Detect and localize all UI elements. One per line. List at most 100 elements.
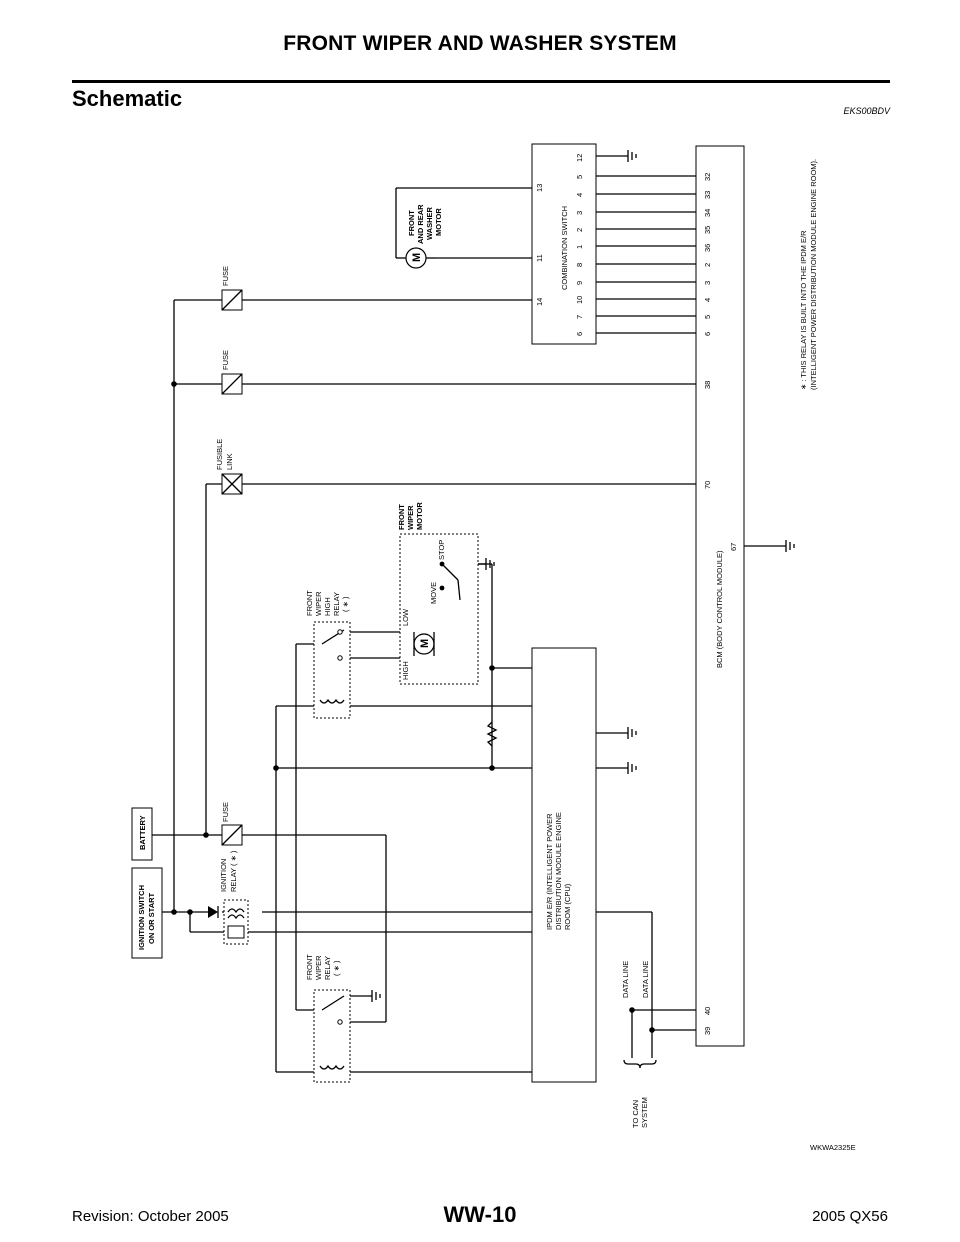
svg-text:FRONT: FRONT: [407, 210, 416, 236]
svg-text:11: 11: [535, 254, 544, 262]
svg-text:9: 9: [575, 281, 584, 285]
svg-text:2: 2: [703, 263, 712, 267]
svg-text:∗ : THIS RELAY IS BUILT INTO T: ∗ : THIS RELAY IS BUILT INTO THE IPDM E/…: [799, 230, 808, 390]
svg-text:2: 2: [575, 228, 584, 232]
svg-text:70: 70: [703, 481, 712, 489]
svg-text:FUSE: FUSE: [221, 350, 230, 370]
combination-switch: COMBINATION SWITCH 14 11 13 6 7 10 9 8 1…: [531, 143, 637, 345]
svg-text:14: 14: [535, 298, 544, 306]
section-title: Schematic: [72, 86, 183, 111]
svg-text:32: 32: [703, 173, 712, 181]
svg-text:FUSE: FUSE: [221, 266, 230, 286]
relay-note: ∗ : THIS RELAY IS BUILT INTO THE IPDM E/…: [799, 159, 818, 390]
svg-text:39: 39: [703, 1027, 712, 1035]
svg-text:(INTELLIGENT POWER DISTRIBUTIO: (INTELLIGENT POWER DISTRIBUTION MODULE E…: [809, 159, 818, 390]
page-header-title: FRONT WIPER AND WASHER SYSTEM: [283, 32, 677, 55]
svg-text:SYSTEM: SYSTEM: [640, 1097, 649, 1128]
svg-text:( ∗ ): ( ∗ ): [332, 960, 341, 976]
front-wiper-motor: M HIGH LOW MOVE STOP FRONT WIPER MOTOR: [397, 502, 495, 685]
svg-text:BATTERY: BATTERY: [138, 815, 147, 850]
svg-text:IGNITION SWITCH: IGNITION SWITCH: [137, 885, 146, 950]
svg-text:34: 34: [703, 209, 712, 217]
ignition-relay: IGNITION RELAY ( ∗ ): [208, 850, 249, 945]
svg-text:AND REAR: AND REAR: [416, 204, 425, 244]
svg-text:LOW: LOW: [401, 608, 410, 626]
svg-text:DATA LINE: DATA LINE: [641, 961, 650, 998]
svg-text:HIGH: HIGH: [323, 597, 332, 616]
svg-text:36: 36: [703, 244, 712, 252]
svg-text:ON OR START: ON OR START: [147, 892, 156, 944]
svg-text:4: 4: [703, 298, 712, 302]
page-number: WW-10: [443, 1202, 517, 1227]
bcm-box: BCM (BODY CONTROL MODULE) 6 5 4 3 2 36 3…: [695, 145, 795, 1047]
svg-text:6: 6: [575, 332, 584, 336]
fuse-top: FUSE: [221, 266, 243, 311]
svg-text:M: M: [411, 253, 423, 262]
svg-text:WIPER: WIPER: [406, 505, 415, 530]
svg-text:12: 12: [575, 154, 584, 162]
front-wiper-motor-label: FRONT WIPER MOTOR: [397, 502, 424, 530]
svg-text:MOTOR: MOTOR: [415, 502, 424, 530]
svg-text:FRONT: FRONT: [397, 504, 406, 530]
svg-text:35: 35: [703, 226, 712, 234]
section-code: EKS00BDV: [843, 106, 890, 116]
svg-text:4: 4: [575, 193, 584, 197]
ipdm-box: IPDM E/R (INTELLIGENT POWER DISTRIBUTION…: [531, 647, 637, 1083]
svg-text:ROOM (CPU): ROOM (CPU): [563, 883, 572, 930]
svg-text:7: 7: [575, 315, 584, 319]
svg-text:WIPER: WIPER: [314, 955, 323, 980]
svg-text:WIPER: WIPER: [314, 591, 323, 616]
vehicle-model: 2005 QX56: [812, 1208, 888, 1225]
svg-text:STOP: STOP: [437, 540, 446, 560]
figure-code: WKWA2325E: [810, 1143, 856, 1152]
svg-text:FRONT: FRONT: [305, 590, 314, 616]
svg-text:40: 40: [703, 1007, 712, 1015]
fusible-link: FUSIBLE LINK: [215, 439, 243, 495]
svg-text:WASHER: WASHER: [425, 206, 434, 240]
svg-text:5: 5: [703, 315, 712, 319]
svg-text:13: 13: [535, 184, 544, 192]
svg-text:67: 67: [729, 543, 738, 551]
front-wiper-high-relay: FRONT WIPER HIGH RELAY ( ∗ ): [305, 590, 351, 719]
data-lines: DATA LINE DATA LINE TO CAN SYSTEM: [621, 961, 657, 1128]
svg-text:RELAY: RELAY: [332, 592, 341, 616]
battery-box: BATTERY: [131, 807, 153, 861]
svg-text:10: 10: [575, 296, 584, 304]
svg-text:33: 33: [703, 191, 712, 199]
svg-text:( ∗ ): ( ∗ ): [341, 596, 350, 612]
svg-text:DISTRIBUTION MODULE ENGINE: DISTRIBUTION MODULE ENGINE: [554, 812, 563, 930]
svg-text:LINK: LINK: [225, 453, 234, 470]
resistor: [486, 721, 498, 747]
front-wiper-relay-label: FRONT WIPER RELAY ( ∗ ): [305, 954, 341, 980]
fuse-bcm: FUSE: [221, 350, 243, 395]
header-rule: [72, 80, 890, 83]
front-wiper-high-relay-label: FRONT WIPER HIGH RELAY ( ∗ ): [305, 590, 350, 616]
svg-text:1: 1: [575, 245, 584, 249]
svg-text:MOVE: MOVE: [429, 582, 438, 604]
svg-text:TO CAN: TO CAN: [631, 1100, 640, 1128]
svg-text:FUSIBLE: FUSIBLE: [215, 439, 224, 470]
svg-text:DATA LINE: DATA LINE: [621, 961, 630, 998]
svg-text:RELAY ( ∗ ): RELAY ( ∗ ): [229, 850, 238, 892]
svg-text:3: 3: [703, 281, 712, 285]
fuse-ipdm: FUSE: [221, 802, 243, 846]
svg-text:M: M: [419, 639, 431, 648]
svg-text:FUSE: FUSE: [221, 802, 230, 822]
svg-text:MOTOR: MOTOR: [434, 208, 443, 236]
svg-text:FRONT: FRONT: [305, 954, 314, 980]
svg-text:8: 8: [575, 263, 584, 267]
svg-text:HIGH: HIGH: [401, 661, 410, 680]
junction-dots: [171, 381, 655, 1033]
front-wiper-relay: FRONT WIPER RELAY ( ∗ ): [305, 954, 381, 1083]
svg-text:BCM (BODY CONTROL MODULE): BCM (BODY CONTROL MODULE): [715, 550, 724, 668]
svg-text:38: 38: [703, 381, 712, 389]
washer-motor-label: FRONT AND REAR WASHER MOTOR: [407, 204, 443, 244]
revision-date: Revision: October 2005: [72, 1208, 229, 1225]
svg-text:5: 5: [575, 175, 584, 179]
svg-text:6: 6: [703, 332, 712, 336]
ignition-switch-box: IGNITION SWITCH ON OR START: [131, 867, 163, 959]
svg-text:3: 3: [575, 211, 584, 215]
svg-text:COMBINATION SWITCH: COMBINATION SWITCH: [560, 206, 569, 290]
svg-text:IGNITION: IGNITION: [219, 859, 228, 892]
